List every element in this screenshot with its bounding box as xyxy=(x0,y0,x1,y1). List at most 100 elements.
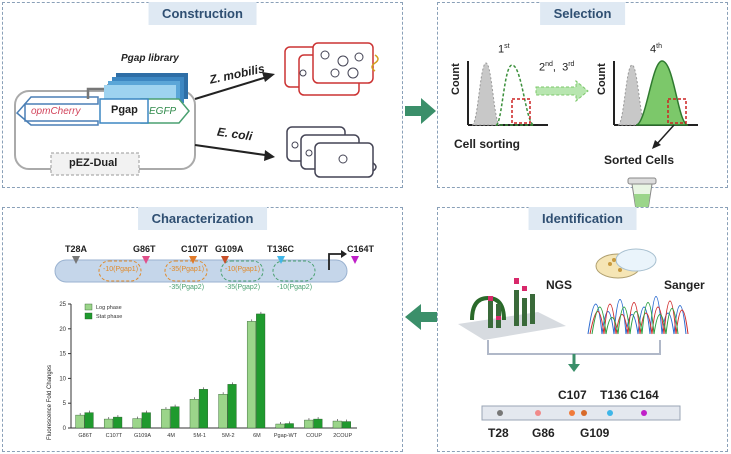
bar xyxy=(75,414,85,429)
x-tick-label: 6M xyxy=(253,433,261,439)
mark-label-g86: G86 xyxy=(532,426,555,440)
cell-sorting-label: Cell sorting xyxy=(454,137,521,151)
characterization-panel: Characterization T28A G86T C107T G109A T… xyxy=(2,207,403,452)
plasmid-label: pEZ-Dual xyxy=(69,157,118,169)
mark-label-t28: T28 xyxy=(488,426,509,440)
y-tick-label: 20 xyxy=(59,327,66,333)
bar xyxy=(304,419,314,429)
arrow-zmobilis xyxy=(194,76,268,100)
mutation-marker xyxy=(277,256,285,264)
y-tick-label: 5 xyxy=(63,401,67,407)
pgap-label: Pgap xyxy=(111,104,138,116)
bar xyxy=(198,389,208,429)
chart-ylabel: Fluorescence Fold Changes xyxy=(47,364,53,440)
arrow-ecoli xyxy=(194,144,266,156)
bar xyxy=(275,423,285,429)
bar xyxy=(161,408,171,429)
x-tick-label: 5M-2 xyxy=(222,433,235,439)
promoter-box-label: -35(Pgap2) xyxy=(169,284,205,291)
legend-label: Log phase xyxy=(96,305,122,311)
round-1-label: 1st xyxy=(498,43,510,56)
construction-diagram xyxy=(14,42,379,178)
sorting-gate xyxy=(511,98,531,124)
construction-title: Construction xyxy=(148,2,257,25)
egfp-label: EGFP xyxy=(149,106,177,117)
mark-label-c164: C164 xyxy=(630,388,659,402)
promoter-arrow xyxy=(86,87,107,99)
mutation-marker xyxy=(351,256,359,264)
sanger-label: Sanger xyxy=(664,278,705,292)
bar xyxy=(256,313,266,429)
bar xyxy=(170,406,180,429)
bar xyxy=(227,384,237,429)
round-2-3-label: 2nd, 3rd xyxy=(539,61,575,74)
ecoli-plates xyxy=(286,126,377,178)
round-arrow xyxy=(535,79,589,103)
mutation-dot xyxy=(569,410,575,416)
mutation-dot xyxy=(607,410,613,416)
legend-swatch xyxy=(84,303,93,311)
promoter-box-label: -10(Pgap1) xyxy=(225,266,261,273)
mutation-dot xyxy=(581,410,587,416)
ngs-flowcell xyxy=(458,312,566,340)
mutation-dot xyxy=(641,410,647,416)
promoter-box-label: -35(Pgap1) xyxy=(169,266,205,273)
opmcherry-gene xyxy=(15,96,99,126)
bar xyxy=(113,416,123,429)
x-tick-label: 2COUP xyxy=(333,433,352,439)
histogram-gray xyxy=(471,62,501,126)
promoter-box-label: -35(Pgap2) xyxy=(225,284,261,291)
mutation-marker xyxy=(142,256,150,264)
x-tick-label: Pgap-WT xyxy=(274,433,298,439)
selection-diagram xyxy=(467,60,698,149)
ngs-label: NGS xyxy=(546,278,573,292)
x-tick-label: C107T xyxy=(106,433,123,439)
down-arrow xyxy=(568,364,580,372)
x-tick-label: G86T xyxy=(78,433,92,439)
sorting-gate xyxy=(667,98,687,124)
sorted-cells-label: Sorted Cells xyxy=(604,153,675,167)
bar xyxy=(341,421,351,429)
mutation-dot xyxy=(497,410,503,416)
promoter-bar xyxy=(54,259,348,283)
opmcherry-label: opmCherry xyxy=(31,106,81,117)
bar xyxy=(332,420,342,429)
bar xyxy=(313,418,323,429)
count-axis-label: Count xyxy=(596,63,608,95)
round-4-label: 4th xyxy=(650,43,662,56)
zmobilis-plates xyxy=(284,42,379,96)
tss-arrow xyxy=(328,253,341,270)
histogram-green-dashed xyxy=(495,64,535,126)
y-tick-label: 0 xyxy=(63,426,67,432)
promoter-box xyxy=(98,260,142,282)
histogram-green-filled xyxy=(635,60,689,126)
library-label: Pgap library xyxy=(121,53,179,64)
x-tick-label: COUP xyxy=(306,433,322,439)
mutation-label: C164T xyxy=(347,244,375,254)
arrow-identification-to-characterization xyxy=(405,304,437,330)
bar xyxy=(246,321,257,429)
arrow-construction-to-selection xyxy=(405,98,436,124)
bar xyxy=(132,418,142,429)
y-tick-label: 10 xyxy=(59,376,66,382)
bar xyxy=(284,423,294,429)
x-tick-label: G109A xyxy=(134,433,151,439)
bar xyxy=(141,412,151,429)
selection-panel: Selection 1st 2nd, 3rd 4th Count Count C… xyxy=(437,2,728,188)
mark-label-c107: C107 xyxy=(558,388,587,402)
mutation-dot xyxy=(535,410,541,416)
sorted-arrow xyxy=(655,124,675,146)
mark-label-g109: G109 xyxy=(580,426,610,440)
legend-label: Stat phase xyxy=(96,314,122,320)
y-tick-label: 25 xyxy=(59,302,66,308)
promoter-box xyxy=(220,260,264,282)
mutation-marker xyxy=(189,256,197,264)
promoter-map xyxy=(54,250,359,283)
sanger-trace xyxy=(589,300,689,335)
mutation-label: G86T xyxy=(133,244,156,254)
characterization-title: Characterization xyxy=(137,207,268,230)
sanger-trace xyxy=(591,302,679,335)
promoter-box-label: -10(Pgap1) xyxy=(103,266,139,273)
mutation-label: T136C xyxy=(267,244,295,254)
